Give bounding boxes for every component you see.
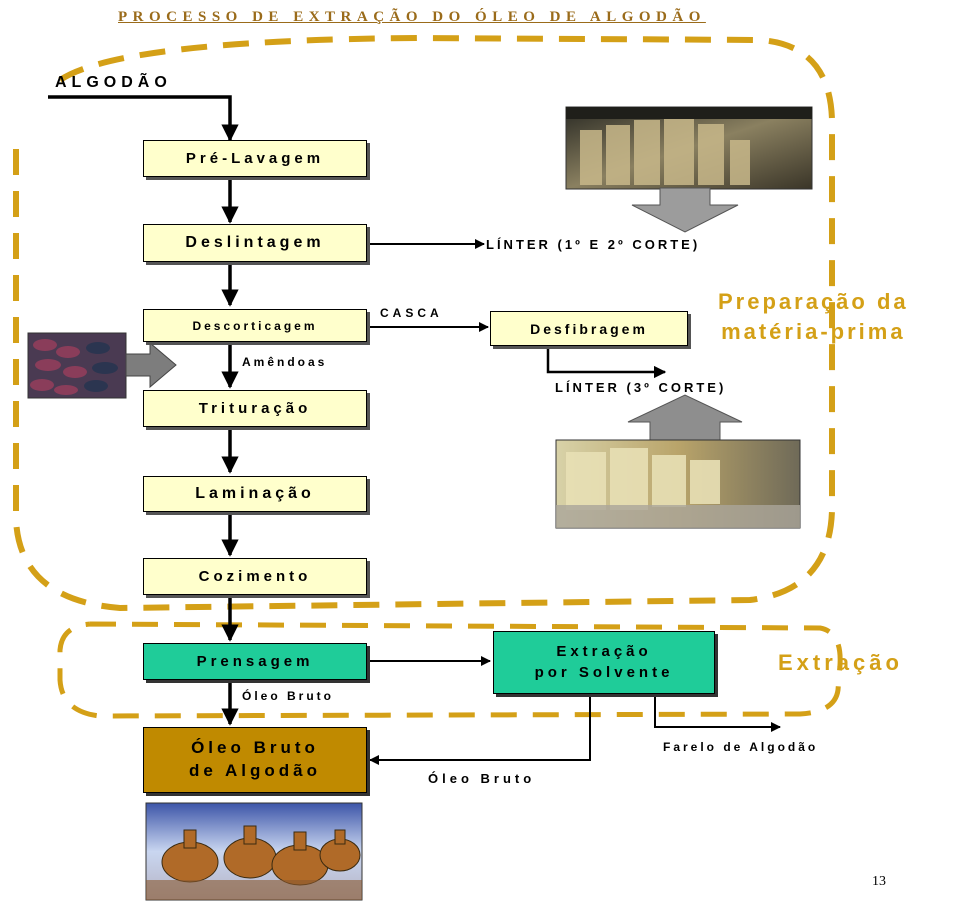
- label-linter-1-2: LÍNTER (1º E 2º CORTE): [486, 237, 701, 252]
- extracao-region: [57, 621, 843, 719]
- step-prensagem: Prensagem: [143, 643, 367, 680]
- section-extracao: Extração: [778, 650, 903, 675]
- step-desfibragem: Desfibragem: [490, 311, 688, 346]
- oleo-line-1: Óleo Bruto: [191, 738, 319, 758]
- warehouse-photo-top: [565, 106, 813, 233]
- step-trituracao: Trituração: [143, 390, 367, 427]
- step-laminacao: Laminação: [143, 476, 367, 512]
- bales-photo: [555, 394, 801, 529]
- extracao-line-1: Extração: [556, 643, 652, 661]
- label-oleo-bruto-extracao: Óleo Bruto: [428, 771, 536, 786]
- arrow-desfib-linter3: [546, 346, 667, 379]
- label-casca: CASCA: [380, 306, 443, 320]
- input-label: ALGODÃO: [55, 74, 172, 91]
- oil-bottles-photo: [145, 802, 363, 901]
- section-preparacao-line-1: Preparação da: [718, 289, 909, 314]
- label-amendoas: Amêndoas: [242, 355, 328, 369]
- label-farelo: Farelo de Algodão: [663, 740, 819, 754]
- extracao-line-2: por Solvente: [534, 663, 674, 681]
- label-linter-3: LÍNTER (3º CORTE): [555, 380, 727, 395]
- step-extracao-solvente: Extração por Solvente: [493, 631, 715, 694]
- input-line: [48, 95, 239, 142]
- oleo-line-2: de Algodão: [189, 761, 321, 780]
- seeds-photo: [27, 332, 177, 399]
- arrow-extr-farelo: [654, 694, 781, 732]
- section-preparacao-line-2: matéria-prima: [721, 319, 906, 344]
- page-title: PROCESSO DE EXTRAÇÃO DO ÓLEO DE ALGODÃO: [118, 9, 706, 25]
- step-descorticagem: Descorticagem: [143, 309, 367, 342]
- arrow-extr-oleo: [369, 694, 591, 765]
- product-oleo-bruto: Óleo Bruto de Algodão: [143, 727, 367, 793]
- step-pre-lavagem: Pré-Lavagem: [143, 140, 367, 177]
- step-deslintagem: Deslintagem: [143, 224, 367, 262]
- label-oleo-bruto-prensagem: Óleo Bruto: [242, 689, 334, 703]
- step-cozimento: Cozimento: [143, 558, 367, 595]
- section-preparacao: Preparação da matéria-prima: [718, 287, 909, 347]
- page-number: 13: [872, 874, 886, 889]
- prep-region: [13, 34, 835, 612]
